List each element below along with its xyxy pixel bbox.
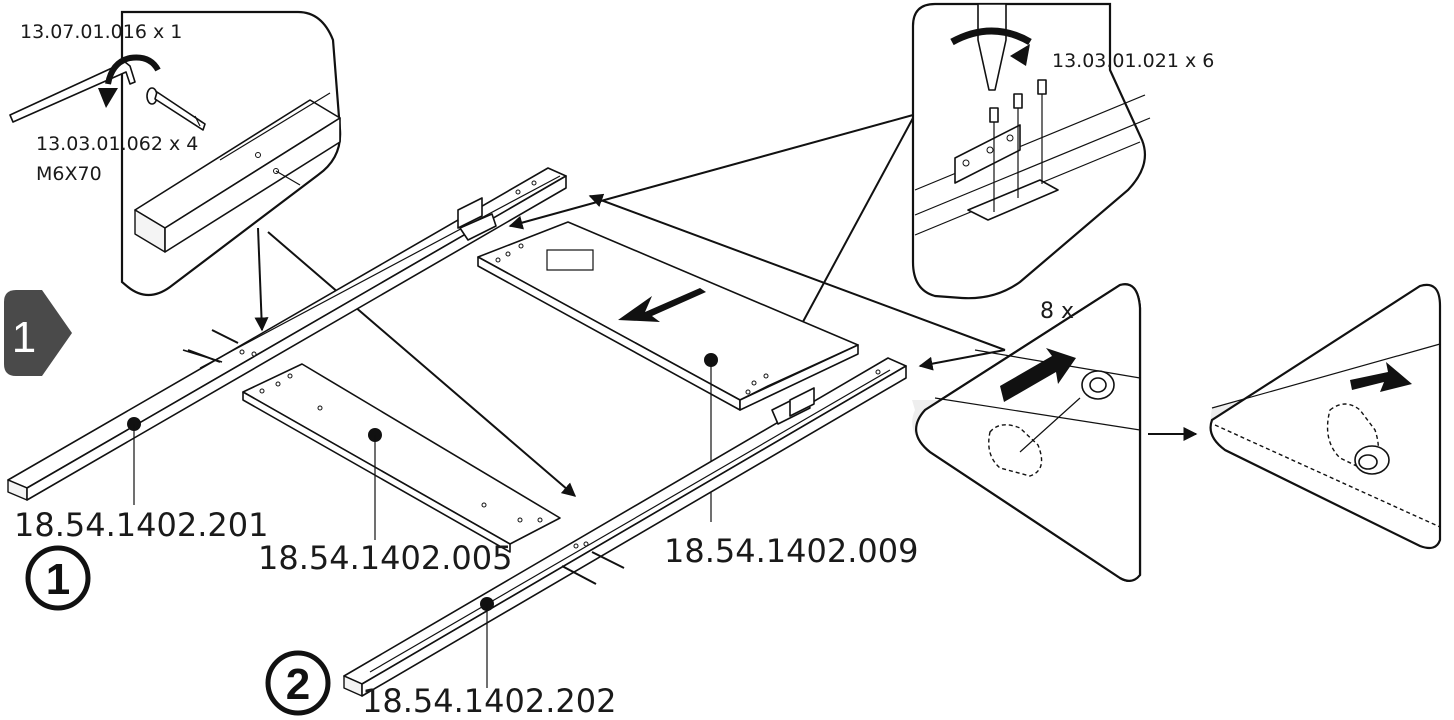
step-badge: 1 [4, 290, 72, 376]
screw-label: 13.03.01.021 x 6 [1052, 50, 1214, 72]
cam-lock-icon [1081, 370, 1115, 400]
board-small [242, 363, 561, 553]
cam-count-label: 8 x [1040, 299, 1074, 324]
pointer-arrow [918, 349, 1006, 371]
svg-text:1: 1 [46, 555, 70, 604]
screw-icon [989, 79, 1047, 212]
part-label-rail-1: 18.54.1402.201 [14, 506, 268, 544]
marker-1: 1 [25, 545, 91, 611]
part-label-board-small: 18.54.1402.005 [258, 539, 512, 577]
allen-key-label: 13.07.01.016 x 1 [20, 21, 182, 43]
rail-1 [7, 167, 567, 505]
screw-icon [561, 551, 625, 585]
bolt-size-label: M6X70 [36, 163, 102, 185]
allen-key-icon [9, 61, 136, 123]
rail-2 [343, 357, 907, 697]
detail-bubble-cam-turn [1209, 283, 1442, 550]
pointer-arrow [267, 231, 577, 497]
part-label-rail-2: 18.54.1402.202 [362, 682, 616, 720]
screwdriver-icon [950, 3, 1032, 91]
svg-text:2: 2 [286, 660, 310, 709]
pointer-arrow [508, 114, 914, 230]
rotation-arrow-icon [98, 54, 161, 108]
board-large [477, 221, 859, 522]
marker-2: 2 [265, 650, 331, 716]
detail-bubble-screw: 13.03.01.021 x 6 [911, 2, 1214, 300]
part-label-board-large: 18.54.1402.009 [664, 532, 918, 570]
leg-beam-icon [134, 92, 341, 253]
bolt-label: 13.03.01.062 x 4 [36, 133, 198, 155]
pointer-arrow [588, 193, 1006, 351]
detail-bubble-cam-insert: 8 x [912, 283, 1142, 582]
pointer-arrow [254, 227, 269, 332]
bolt-icon [146, 87, 206, 131]
screw-icon [182, 329, 239, 363]
detail-bubble-bolt: 13.07.01.016 x 1 13.03.01.062 x 4 M6X70 [9, 10, 342, 297]
cam-lock-icon [1354, 445, 1390, 475]
step-number: 1 [12, 313, 36, 362]
